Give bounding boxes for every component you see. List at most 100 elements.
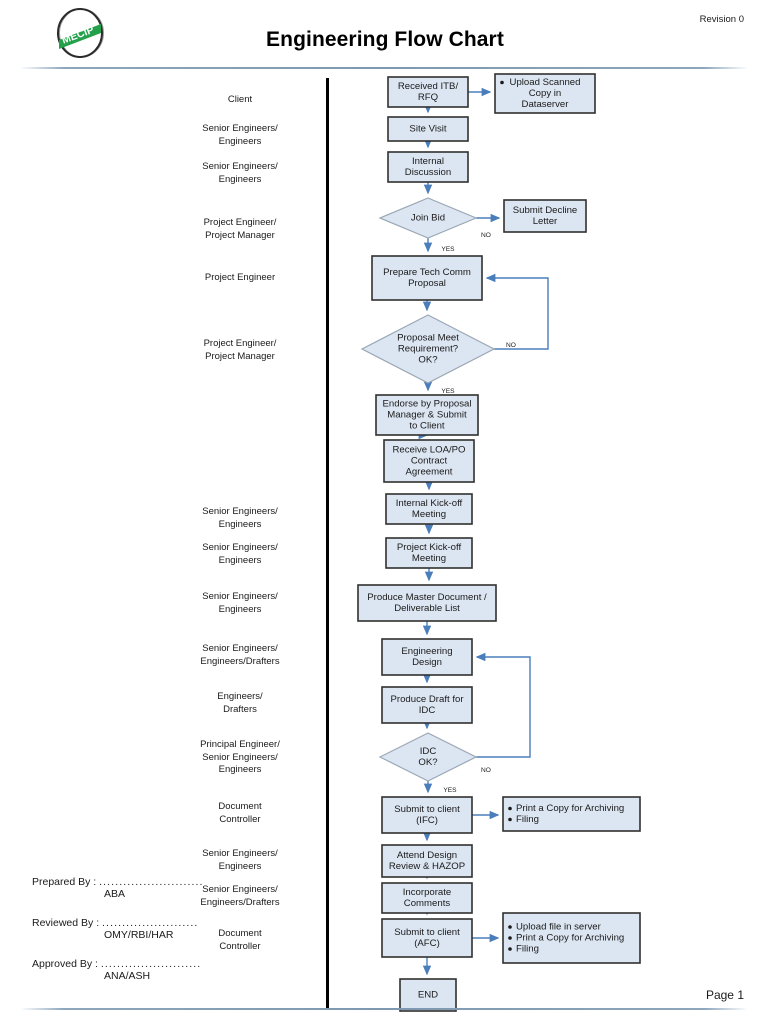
reviewed-by-dotted-line: ........................ [102, 917, 199, 929]
role-senior-engineers-3: Senior Engineers/Engineers [160, 506, 320, 531]
flow-node-label: Site Visit [409, 124, 446, 135]
flow-edge-idc-ok-to-engineering-design [475, 652, 531, 758]
role-project-engineer-mgr-1: Project Engineer/Project Manager [160, 217, 320, 242]
mecip-oval-logo-icon: MECIP [52, 8, 108, 58]
role-line: Engineers/Drafters [200, 655, 280, 667]
flow-node-label: Discussion [405, 167, 451, 178]
flow-node-label: Copy in [529, 88, 562, 99]
flow-node-label: Produce Draft for [390, 694, 464, 705]
revision-label: Revision 0 [699, 14, 744, 25]
role-line: Principal Engineer/ [200, 739, 280, 750]
flow-node-label: Print a Copy for Archiving [516, 933, 624, 944]
flow-node-label: RFQ [418, 92, 438, 103]
role-line: Senior Engineers/ [202, 591, 278, 602]
flow-node-label: Manager & Submit [387, 410, 467, 421]
flow-node-label: Join Bid [411, 213, 445, 224]
role-line: Engineers [218, 764, 262, 775]
flow-node-label: Upload file in server [516, 922, 602, 933]
branch-label-yes-5: YES [443, 787, 457, 794]
role-line: Project Engineer [204, 272, 276, 283]
swimlane-divider [326, 78, 329, 1008]
flow-node-label: Upload Scanned [510, 77, 581, 88]
flow-node-label: Contract [411, 456, 448, 467]
branch-label-yes-1: YES [441, 246, 455, 253]
role-line: Engineers [218, 135, 262, 147]
role-senior-engineers-drafters-2: Senior Engineers/Engineers/Drafters [160, 884, 320, 909]
role-line: Senior Engineers/ [202, 751, 278, 763]
flow-node-label: Filing [516, 814, 539, 825]
reviewed-by-label: Reviewed By : [32, 917, 103, 929]
flow-node-label: Proposal [408, 278, 446, 289]
branch-label-no-4: NO [481, 767, 491, 774]
flow-node-end: END [399, 978, 457, 1012]
approved-by-value: ANA/ASH [104, 970, 151, 982]
flow-node-label: Internal Kick-off [396, 498, 463, 509]
role-senior-engineers-1: Senior Engineers/Engineers [160, 123, 320, 148]
role-line: Senior Engineers/ [202, 123, 278, 134]
role-line: Senior Engineers/ [202, 542, 278, 553]
flow-node-label: Print a Copy for Archiving [516, 803, 624, 814]
flow-node-label: Requirement? [398, 344, 458, 355]
role-line: Senior Engineers/ [202, 161, 278, 172]
reviewed-by-value: OMY/RBI/HAR [104, 929, 174, 941]
prepared-by-value: ABA [104, 888, 126, 900]
role-project-engineer: Project Engineer [160, 272, 320, 285]
signature-row-approved-by: Approved By : .........................A… [32, 958, 212, 982]
role-line: Engineers [218, 860, 262, 872]
flow-node-label: Incorporate [403, 887, 452, 898]
flow-node-label: OK? [418, 355, 437, 366]
role-senior-engineers-6: Senior Engineers/Engineers [160, 848, 320, 873]
document-header: MECIP Engineering Flow Chart Revision 0 [0, 0, 768, 70]
role-line: Document [218, 928, 262, 939]
role-line: Project Engineer/ [203, 217, 277, 228]
flow-node-label: to Client [409, 421, 445, 432]
header-divider-rule [20, 67, 748, 69]
role-principal-engineer: Principal Engineer/Senior Engineers/Engi… [160, 739, 320, 777]
page-title: Engineering Flow Chart [266, 28, 504, 51]
role-line: Client [227, 94, 253, 105]
flow-node-received-itb: Received ITB/RFQ [387, 76, 469, 108]
flow-node-label: Dataserver [522, 99, 570, 110]
flow-node-label: Produce Master Document / [367, 592, 487, 603]
flow-node-label: Submit Decline [513, 205, 578, 216]
flow-node-label: (AFC) [414, 938, 440, 949]
branch-label-no-2: NO [506, 342, 516, 349]
flow-node-label: Letter [533, 216, 558, 227]
role-senior-engineers-2: Senior Engineers/Engineers [160, 161, 320, 186]
role-line: Document [218, 801, 262, 812]
role-line: Senior Engineers/ [202, 848, 278, 859]
role-line: Project Manager [205, 229, 275, 241]
approved-by-dotted-line: ......................... [100, 958, 202, 970]
flow-node-site-visit: Site Visit [387, 116, 469, 142]
flow-node-label: Internal [412, 156, 444, 167]
flow-node-label: Agreement [406, 467, 453, 478]
role-line: Project Engineer/ [203, 338, 277, 349]
flow-node-label: Receive LOA/PO [392, 445, 465, 456]
flow-node-label: Meeting [412, 553, 446, 564]
role-senior-engineers-4: Senior Engineers/Engineers [160, 542, 320, 567]
role-line: Controller [219, 940, 261, 952]
role-line: Engineers [218, 518, 262, 530]
flow-node-label: Attend Design [397, 850, 457, 861]
role-line: Engineers [218, 554, 262, 566]
flow-node-label: Endorse by Proposal [382, 399, 471, 410]
flow-node-label: Design [412, 657, 442, 668]
